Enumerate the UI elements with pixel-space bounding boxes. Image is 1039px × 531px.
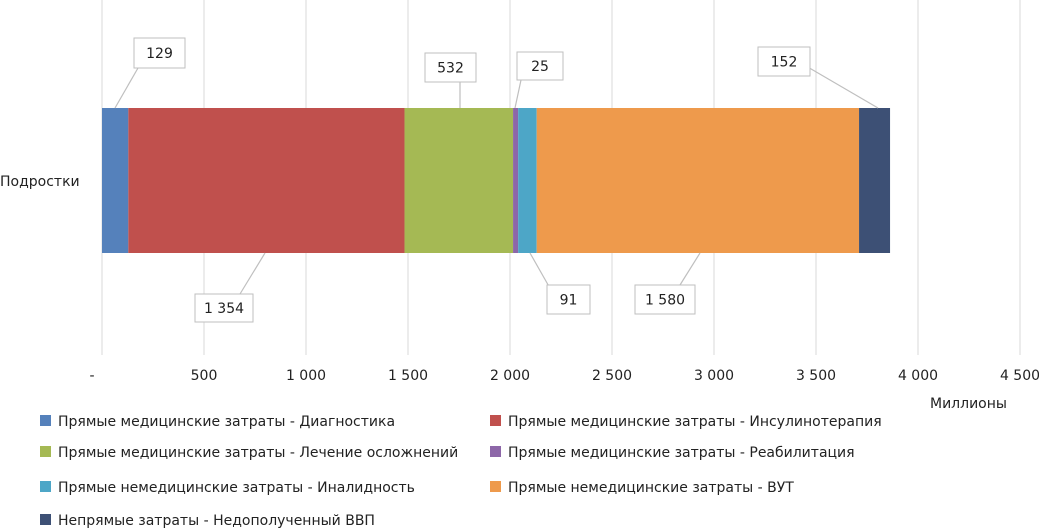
data-label: 91: [560, 293, 578, 309]
data-label-callout: 152: [757, 46, 879, 109]
x-axis-ticks: - 500 1 000 1 500 2 000 2 500 3 000 3 500 4 000 4…: [89, 368, 1039, 384]
data-label-box: [133, 37, 186, 69]
x-tick-label: 4 500: [1000, 368, 1039, 384]
legend-swatch: [40, 415, 51, 426]
leader-line: [679, 252, 701, 286]
data-label: 129: [146, 46, 173, 62]
x-tick-label: 3 500: [796, 368, 836, 384]
legend-item: Непрямые затраты - Недополученный ВВП: [40, 513, 375, 529]
legend-item: Прямые медицинские затраты - Инсулинотер…: [490, 414, 882, 430]
bar-segment: [102, 108, 129, 253]
data-label-callout: 91: [529, 252, 591, 315]
bar-segment: [518, 108, 537, 253]
x-tick-label: 2 000: [490, 368, 530, 384]
x-axis-label: Миллионы: [930, 396, 1007, 412]
x-tick-label: 500: [191, 368, 218, 384]
data-label-callout: 1 354: [194, 252, 266, 323]
leader-line: [114, 67, 139, 109]
data-label: 1 354: [204, 301, 244, 317]
legend-swatch: [490, 415, 501, 426]
x-tick-label: -: [89, 368, 94, 384]
leader-line: [239, 252, 266, 295]
x-tick-label: 4 000: [898, 368, 938, 384]
legend-item: Прямые медицинские затраты - Лечение осл…: [40, 445, 458, 461]
data-label-callout: 129: [114, 37, 186, 109]
legend-swatch: [490, 481, 501, 492]
bar-segment: [513, 108, 519, 253]
data-label-box: [194, 293, 254, 323]
legend: Прямые медицинские затраты - Диагностика…: [40, 414, 882, 529]
category-label: Подростки: [0, 174, 80, 190]
legend-label: Прямые немедицинские затраты - ВУТ: [508, 480, 794, 496]
x-tick-label: 1 500: [388, 368, 428, 384]
data-label-box: [546, 284, 591, 315]
legend-label: Прямые медицинские затраты - Лечение осл…: [58, 445, 458, 461]
legend-swatch: [40, 514, 51, 525]
data-label: 532: [437, 61, 464, 77]
legend-item: Прямые медицинские затраты - Диагностика: [40, 414, 395, 430]
leader-line: [529, 252, 552, 291]
leader-line: [805, 65, 879, 109]
leader-line: [514, 79, 522, 109]
legend-item: Прямые медицинские затраты - Реабилитаци…: [490, 445, 855, 461]
data-label-box: [634, 284, 696, 315]
data-label: 152: [771, 55, 798, 71]
legend-label: Прямые медицинские затраты - Реабилитаци…: [508, 445, 855, 461]
data-label-callout: 25: [514, 51, 564, 109]
data-label-box: [516, 51, 564, 81]
x-tick-label: 3 000: [694, 368, 734, 384]
data-label-box: [424, 52, 477, 83]
data-label-callout: 1 580: [634, 252, 701, 315]
x-tick-label: 2 500: [592, 368, 632, 384]
legend-label: Прямые медицинские затраты - Инсулинотер…: [508, 414, 882, 430]
x-tick-label: 1 000: [286, 368, 326, 384]
legend-swatch: [40, 481, 51, 492]
bar-segment: [128, 108, 405, 253]
legend-swatch: [490, 446, 501, 457]
legend-item: Прямые немедицинские затраты - Иналиднос…: [40, 480, 415, 496]
legend-label: Прямые немедицинские затраты - Иналиднос…: [58, 480, 415, 496]
data-labels: 129 1 354 532 25 91 1 580 152: [114, 37, 879, 323]
data-label: 25: [531, 59, 549, 75]
bar-segment: [536, 108, 860, 253]
data-label-box: [757, 46, 811, 77]
legend-item: Прямые немедицинские затраты - ВУТ: [490, 480, 794, 496]
bars: [102, 108, 891, 253]
bar-segment: [404, 108, 514, 253]
legend-label: Прямые медицинские затраты - Диагностика: [58, 414, 395, 430]
bar-segment: [859, 108, 891, 253]
legend-swatch: [40, 446, 51, 457]
data-label: 1 580: [645, 293, 685, 309]
legend-label: Непрямые затраты - Недополученный ВВП: [58, 513, 375, 529]
data-label-callout: 532: [424, 52, 477, 108]
